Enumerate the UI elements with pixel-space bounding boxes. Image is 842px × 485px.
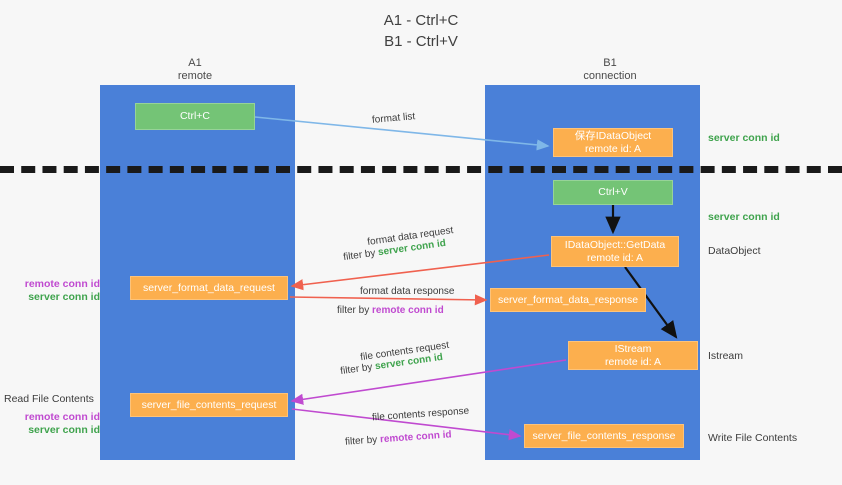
column-header-b1: B1 connection	[520, 57, 700, 83]
note-server-conn-id-2: server conn id	[28, 424, 100, 436]
label-format-data-response-text: format data response	[360, 286, 455, 297]
label-format-data-response: format data response	[360, 285, 455, 299]
box-server-file-contents-response-label: server_file_contents_response	[532, 429, 676, 442]
column-a1-name: A1	[188, 57, 202, 69]
box-server-file-contents-request[interactable]: server_file_contents_request	[130, 393, 288, 417]
filter-prefix: filter by	[337, 305, 373, 316]
box-server-format-data-response-label: server_format_data_response	[497, 293, 639, 306]
arrow-file-contents-response	[291, 408, 522, 441]
title-line-1: A1 - Ctrl+C	[383, 12, 459, 29]
column-b1-name: B1	[603, 57, 617, 69]
box-server-format-data-request[interactable]: server_format_data_request	[130, 276, 288, 300]
box-save-idataobject[interactable]: 保存IDataObject remote id: A	[553, 128, 673, 157]
arrow-format-data-response	[289, 294, 488, 306]
box-server-format-data-response[interactable]: server_format_data_response	[490, 288, 646, 312]
arrow-getdata-to-istream	[624, 266, 678, 339]
box-getdata-line2: remote id: A	[586, 251, 644, 264]
note-server-conn-id-1: server conn id	[28, 291, 100, 303]
column-b1-role: connection	[583, 70, 637, 82]
box-save-idataobject-line2: remote id: A	[584, 142, 642, 155]
box-save-idataobject-line1: 保存IDataObject	[574, 129, 652, 142]
note-server-conn-id-mid: server conn id	[708, 211, 780, 223]
phase-divider	[0, 166, 842, 173]
note-conn-ids-lower: remote conn id server conn id	[8, 411, 100, 437]
filter-value-remote-conn-id: remote conn id	[379, 429, 452, 446]
arrow-format-list	[254, 116, 550, 151]
title-line-2: B1 - Ctrl+V	[384, 33, 458, 50]
note-read-file-contents: Read File Contents	[4, 393, 94, 405]
column-header-a1: A1 remote	[120, 57, 270, 83]
box-ctrl-v-label: Ctrl+V	[598, 186, 628, 198]
box-idataobject-getdata[interactable]: IDataObject::GetData remote id: A	[551, 236, 679, 267]
arrow-format-data-request	[290, 254, 550, 291]
note-remote-conn-id-1: remote conn id	[24, 278, 100, 290]
note-dataobject: DataObject	[708, 245, 761, 257]
note-istream: Istream	[708, 350, 744, 362]
box-ctrl-c-label: Ctrl+C	[179, 110, 211, 122]
label-format-data-response-filter: filter by remote conn id	[337, 304, 444, 318]
note-read-file-contents-group: Read File Contents	[4, 393, 104, 406]
filter-value-remote-conn-id: remote conn id	[372, 305, 444, 316]
note-server-conn-id-top: server conn id	[708, 132, 780, 144]
note-write-file-contents: Write File Contents	[708, 432, 798, 444]
box-server-file-contents-response[interactable]: server_file_contents_response	[524, 424, 684, 448]
column-a1-role: remote	[177, 70, 213, 82]
box-istream-line1: IStream	[614, 342, 652, 355]
box-ctrl-v[interactable]: Ctrl+V	[553, 180, 673, 205]
box-server-file-contents-request-label: server_file_contents_request	[141, 398, 277, 411]
note-remote-conn-id-2: remote conn id	[24, 411, 100, 423]
box-server-format-data-request-label: server_format_data_request	[143, 281, 275, 294]
note-conn-ids-upper: remote conn id server conn id	[8, 278, 100, 304]
box-istream-line2: remote id: A	[604, 355, 662, 368]
page-title: A1 - Ctrl+C B1 - Ctrl+V	[0, 10, 842, 52]
arrow-file-contents-request	[290, 359, 567, 405]
filter-prefix: filter by	[344, 434, 381, 448]
filter-prefix: filter by	[342, 247, 379, 264]
box-ctrl-c[interactable]: Ctrl+C	[135, 103, 255, 130]
box-getdata-line1: IDataObject::GetData	[564, 238, 666, 251]
filter-prefix: filter by	[339, 361, 376, 378]
label-format-list-text: format list	[371, 111, 416, 126]
box-istream[interactable]: IStream remote id: A	[568, 341, 698, 370]
